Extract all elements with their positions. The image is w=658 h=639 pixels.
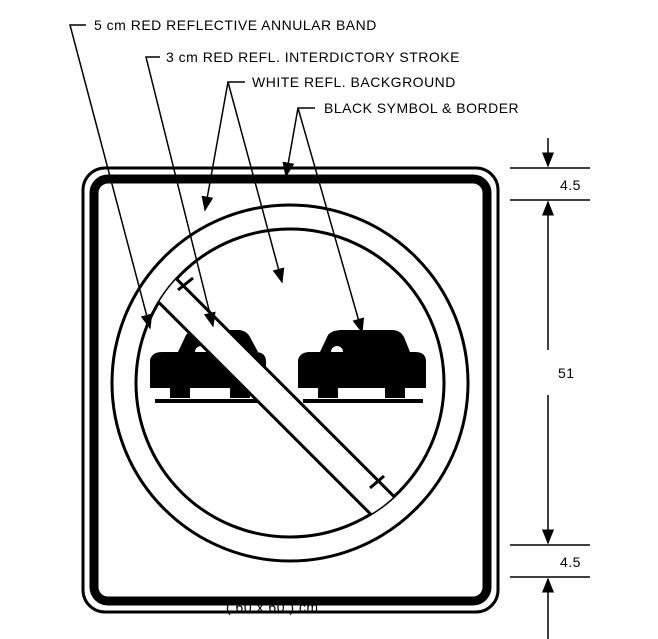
interdictory-stroke-label: 3 cm RED REFL. INTERDICTORY STROKE [166, 49, 460, 65]
background-label: WHITE REFL. BACKGROUND [252, 74, 456, 90]
annular-band-label: 5 cm RED REFLECTIVE ANNULAR BAND [94, 17, 377, 33]
height-dimension: 51 [558, 365, 575, 381]
top-margin-dimension: 4.5 [560, 177, 581, 193]
bottom-margin-dimension: 4.5 [560, 554, 581, 570]
symbol-border-label: BLACK SYMBOL & BORDER [324, 100, 519, 116]
symbol-leader [297, 107, 365, 334]
stroke-leader [145, 56, 216, 328]
annular-band-outer [110, 203, 470, 563]
sign [81, 166, 500, 614]
black-border [89, 174, 492, 606]
right-car-symbol [298, 330, 426, 403]
overall-size-label: ( 60 x 60 ) cm [226, 599, 319, 615]
annular-band-inner [134, 227, 446, 539]
interdictory-stroke [148, 271, 422, 537]
background-leader-2 [227, 81, 285, 284]
annular-band-leader [69, 24, 153, 330]
dimension-lines [510, 138, 590, 639]
sign-outer-edge [81, 166, 500, 614]
callouts [69, 24, 365, 334]
